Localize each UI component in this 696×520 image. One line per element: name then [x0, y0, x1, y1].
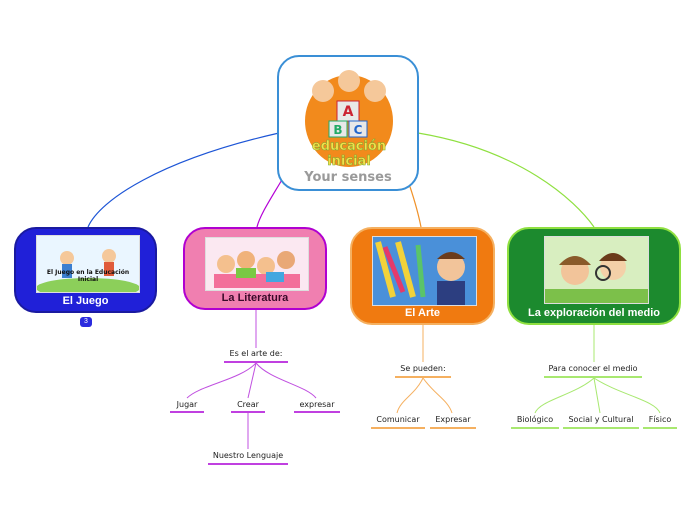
subtopic-underline [563, 427, 639, 429]
topic-el-arte[interactable]: El Arte [350, 227, 495, 325]
juego-image: El Juego en la Educación Inicial [36, 235, 140, 293]
block-a-text: A [343, 104, 354, 120]
subtopic-underline [395, 376, 451, 378]
subtopic-underline [170, 411, 204, 413]
subtopic-underline [430, 427, 476, 429]
subtopic-fisico[interactable]: Físico [648, 415, 672, 424]
child-count-badge[interactable]: 3 [80, 317, 92, 327]
topic-exploracion-del-medio[interactable]: La exploración del medio [507, 227, 681, 325]
block-c-text: C [354, 123, 363, 137]
logo-line1: educación [312, 139, 386, 154]
educacion-inicial-logo: A B C educación inicial [305, 70, 393, 169]
logo-line2: inicial [327, 154, 371, 169]
juego-title: El Juego [62, 295, 109, 307]
root-topic[interactable]: A B C educación inicial Your senses [277, 55, 419, 191]
topic-el-juego[interactable]: El Juego en la Educación Inicial El Jueg… [14, 227, 157, 313]
subtopic-comunicar[interactable]: Comunicar [376, 415, 420, 424]
topic-la-literatura[interactable]: La Literatura [183, 227, 327, 310]
subtopic-social-y-cultural[interactable]: Social y Cultural [568, 415, 634, 424]
root-title: Your senses [304, 170, 392, 185]
exploracion-title: La exploración del medio [527, 307, 661, 319]
subtopic-expresar[interactable]: expresar [299, 400, 335, 409]
subtopic-underline [208, 463, 288, 465]
subtopic-underline [224, 361, 288, 363]
literatura-title: La Literatura [221, 292, 289, 304]
subtopic-crear[interactable]: Crear [237, 400, 259, 409]
subtopic-underline [371, 427, 425, 429]
subtopic-nuestro-lenguaje[interactable]: Nuestro Lenguaje [212, 451, 284, 460]
subtopic-expresar-arte[interactable]: Expresar [435, 415, 471, 424]
exploracion-image [544, 236, 649, 304]
subtopic-para-conocer-el-medio[interactable]: Para conocer el medio [548, 364, 638, 373]
juego-image-caption: El Juego en la Educación Inicial [46, 269, 130, 283]
subtopic-es-el-arte-de[interactable]: Es el arte de: [229, 349, 283, 358]
subtopic-underline [544, 376, 642, 378]
subtopic-biologico[interactable]: Biológico [516, 415, 554, 424]
block-b-text: B [333, 123, 342, 137]
subtopic-underline [231, 411, 265, 413]
arte-title: El Arte [404, 307, 441, 319]
subtopic-se-pueden[interactable]: Se pueden: [400, 364, 446, 373]
subtopic-underline [643, 427, 677, 429]
subtopic-underline [294, 411, 340, 413]
literatura-image [205, 237, 309, 291]
subtopic-underline [511, 427, 559, 429]
subtopic-jugar[interactable]: Jugar [176, 400, 198, 409]
arte-image [372, 236, 477, 306]
